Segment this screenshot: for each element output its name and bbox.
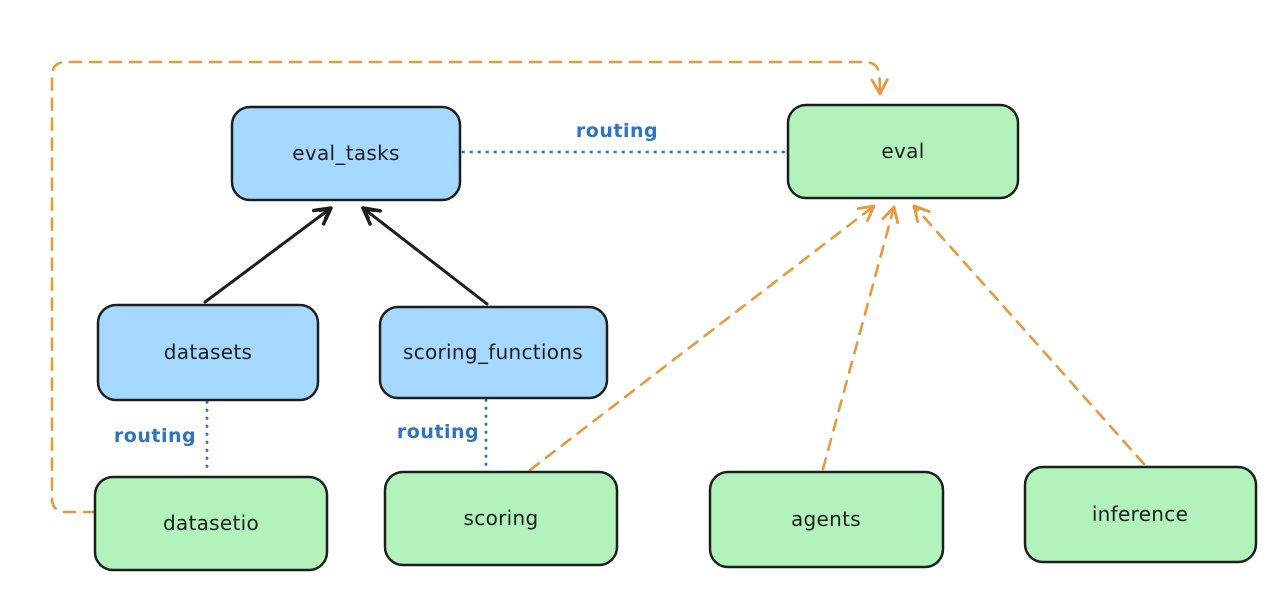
node-datasets: datasets — [96, 303, 320, 402]
edge-datasetio-to-eval — [50, 60, 889, 514]
node-scoring-functions-box — [378, 305, 609, 400]
node-agents-label: agents — [791, 507, 861, 531]
node-eval-label: eval — [881, 139, 924, 163]
node-scoring-box — [383, 470, 619, 567]
node-datasetio: datasetio — [93, 475, 329, 572]
node-scoring-label: scoring — [464, 506, 539, 530]
edge-label-routing-datasets: routing — [114, 425, 196, 447]
edge-scoring-functions-to-eval-tasks — [361, 206, 489, 306]
node-agents: agents — [708, 470, 945, 569]
edge-label-routing-scoring: routing — [397, 421, 479, 443]
node-eval-box — [786, 103, 1020, 200]
edge-datasets-to-eval-tasks — [203, 206, 333, 304]
node-scoring-functions-label: scoring_functions — [403, 340, 583, 364]
node-eval: eval — [786, 103, 1020, 200]
edge-label-routing-top: routing — [576, 120, 658, 142]
node-inference-label: inference — [1092, 502, 1188, 526]
node-scoring: scoring — [383, 470, 619, 567]
node-inference-box — [1023, 465, 1258, 564]
node-scoring-functions: scoring_functions — [378, 305, 609, 400]
node-agents-box — [708, 470, 945, 569]
edge-scoring-to-eval — [528, 204, 876, 472]
node-datasets-box — [96, 303, 320, 402]
node-eval-tasks-box — [230, 105, 462, 202]
node-datasets-label: datasets — [164, 340, 252, 364]
edge-inference-to-eval — [912, 204, 1146, 466]
node-inference: inference — [1023, 465, 1258, 564]
edge-agents-to-eval — [821, 205, 900, 471]
node-eval-tasks: eval_tasks — [230, 105, 462, 202]
node-datasetio-label: datasetio — [163, 511, 259, 535]
node-datasetio-box — [93, 475, 329, 572]
node-eval-tasks-label: eval_tasks — [292, 141, 399, 165]
